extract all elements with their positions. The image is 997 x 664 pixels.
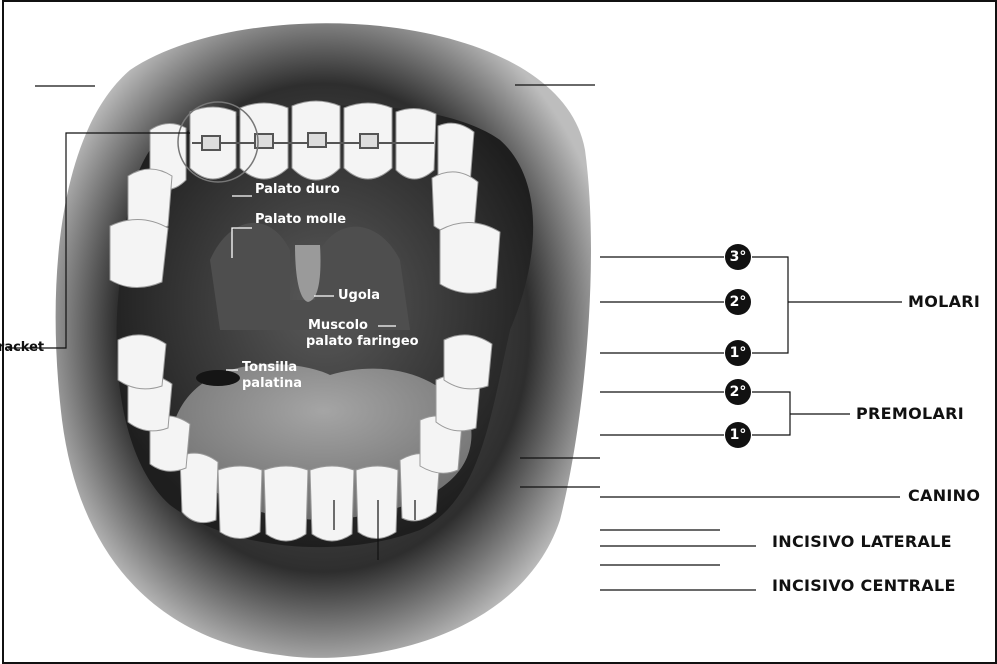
badge-molare-3: 3°: [725, 244, 751, 270]
label-canino: CANINO: [908, 486, 980, 505]
tonsil: [196, 370, 240, 386]
label-tonsilla-1: Tonsilla: [242, 360, 297, 375]
label-ugola: Ugola: [338, 288, 380, 303]
label-palato-duro: Palato duro: [255, 182, 340, 197]
label-incisivo-centrale: INCISIVO CENTRALE: [772, 576, 956, 595]
badge-molare-1: 1°: [725, 340, 751, 366]
label-molari: MOLARI: [908, 292, 980, 311]
label-muscolo-1: Muscolo: [308, 318, 368, 333]
label-tonsilla-2: palatina: [242, 376, 302, 391]
badge-premolare-2: 2°: [725, 379, 751, 405]
label-premolari: PREMOLARI: [856, 404, 964, 423]
label-bracket: Bracket: [0, 340, 44, 355]
label-palato-molle: Palato molle: [255, 212, 346, 227]
badge-premolare-1: 1°: [725, 422, 751, 448]
label-muscolo-2: palato faringeo: [306, 334, 419, 349]
label-incisivo-laterale: INCISIVO LATERALE: [772, 532, 952, 551]
badge-molare-2: 2°: [725, 289, 751, 315]
